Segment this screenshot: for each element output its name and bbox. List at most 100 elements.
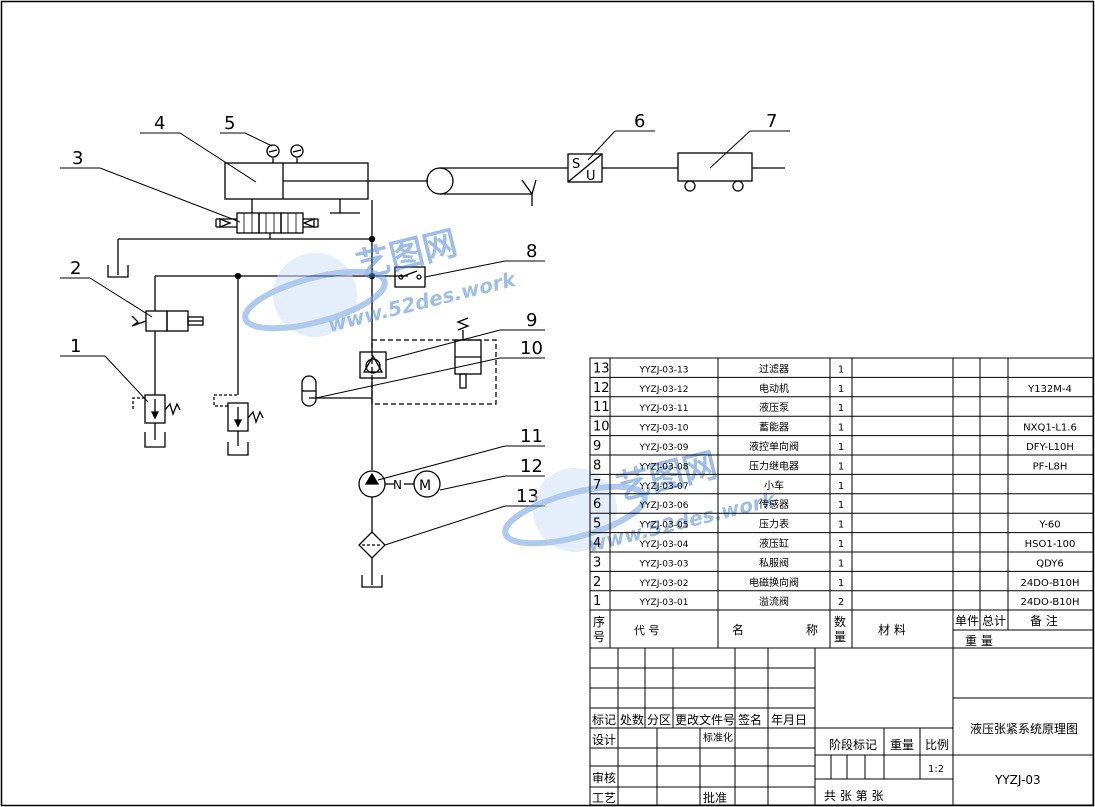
header-qty-bottom: 量 xyxy=(834,630,846,644)
parts-row-remark: DFY-L10H xyxy=(1026,442,1074,453)
callout-12: 12 xyxy=(520,456,543,477)
callout-2: 2 xyxy=(70,258,81,279)
process-label: 工艺 xyxy=(592,791,616,805)
motor-letter: M xyxy=(419,478,431,494)
parts-row-name: 电动机 xyxy=(759,382,789,395)
review-label: 审核 xyxy=(592,770,616,785)
parts-row-qty: 1 xyxy=(838,520,844,531)
pilot-check-valve xyxy=(359,317,497,405)
parts-row-qty: 1 xyxy=(838,403,844,414)
header-total: 总计 xyxy=(982,614,1006,628)
filter xyxy=(358,531,386,559)
header-qty-top: 数 xyxy=(834,614,846,629)
rev-label-mark: 标记 xyxy=(592,713,616,727)
callout-5: 5 xyxy=(224,113,235,134)
parts-row-remark: Y-60 xyxy=(1038,520,1060,531)
parts-row-code: YYZJ-03-05 xyxy=(639,521,689,531)
drawing-number: YYZJ-03 xyxy=(994,773,1041,787)
parts-row-no: 11 xyxy=(593,400,610,415)
parts-row-qty: 1 xyxy=(838,461,844,472)
header-weight: 重 量 xyxy=(965,634,993,648)
header-remark: 备 注 xyxy=(1030,613,1058,628)
parts-row-code: YYZJ-03-13 xyxy=(639,365,689,375)
parts-row-code: YYZJ-03-02 xyxy=(639,579,689,589)
parts-row-qty: 1 xyxy=(838,442,844,453)
approve-label: 批准 xyxy=(703,790,727,805)
parts-row-code: YYZJ-03-04 xyxy=(639,540,689,550)
parts-row-qty: 1 xyxy=(838,364,844,375)
relief-valve xyxy=(132,342,181,448)
watermark-globe xyxy=(242,253,648,552)
parts-row-name: 私服阀 xyxy=(759,556,789,569)
parts-row-remark: 24DO-B10H xyxy=(1021,597,1080,608)
parts-row-remark: QDY6 xyxy=(1036,558,1064,569)
parts-row-remark: NXQ1-L1.6 xyxy=(1023,423,1077,434)
pulley xyxy=(426,167,454,195)
parts-row-no: 10 xyxy=(593,420,610,435)
parts-row-name: 小车 xyxy=(764,479,784,492)
parts-row-code: YYZJ-03-01 xyxy=(639,598,689,608)
parts-row-name: 电磁换向阀 xyxy=(749,576,799,589)
callout-8: 8 xyxy=(526,241,537,262)
tension-sensor xyxy=(567,153,678,183)
parts-row-qty: 1 xyxy=(838,423,844,434)
parts-row-no: 8 xyxy=(593,458,601,473)
solenoid-directional-valve xyxy=(131,310,204,342)
parts-row-no: 2 xyxy=(593,575,601,590)
parts-row-no: 12 xyxy=(593,381,610,396)
parts-row-code: YYZJ-03-06 xyxy=(639,501,689,511)
parts-row-code: YYZJ-03-08 xyxy=(639,462,689,472)
parts-row-name: 液压泵 xyxy=(759,401,789,414)
parts-row-code: YYZJ-03-07 xyxy=(639,482,689,492)
callout-7: 7 xyxy=(766,111,777,132)
parts-row-no: 5 xyxy=(593,517,601,532)
parts-row-code: YYZJ-03-03 xyxy=(639,559,689,569)
parts-row-name: 传感器 xyxy=(759,498,789,511)
parts-row-name: 压力表 xyxy=(759,518,789,531)
parts-row-name: 液控单向阀 xyxy=(749,440,799,453)
scale-label: 比例 xyxy=(925,738,949,752)
rev-label-count: 处数 xyxy=(620,712,644,727)
stage-mark-label: 阶段标记 xyxy=(829,737,877,752)
motor-link-letter: N xyxy=(393,478,402,492)
header-no-top: 序 xyxy=(593,614,605,629)
watermark: 艺图网 www.52des.work 艺图网 www.52des.work xyxy=(242,223,779,557)
weight-label: 重量 xyxy=(890,738,914,752)
accumulator xyxy=(301,375,372,407)
parts-row-no: 7 xyxy=(593,478,601,493)
parts-row-code: YYZJ-03-12 xyxy=(639,385,689,395)
hydraulic-pump xyxy=(358,470,394,498)
design-label: 设计 xyxy=(592,733,616,747)
parts-row-qty: 1 xyxy=(838,558,844,569)
rev-label-sign: 签名 xyxy=(738,712,762,727)
standard-label: 标准化 xyxy=(703,731,733,744)
callout-4: 4 xyxy=(154,113,165,134)
parts-row-remark: HSO1-100 xyxy=(1025,539,1076,550)
header-name-right: 称 xyxy=(806,623,818,637)
parts-row-no: 6 xyxy=(593,497,601,512)
parts-row-remark: PF-L8H xyxy=(1033,461,1068,472)
callout-9: 9 xyxy=(526,310,537,331)
parts-row-qty: 1 xyxy=(838,578,844,589)
watermark-brand: 艺图网 xyxy=(353,223,462,286)
callout-11: 11 xyxy=(520,426,543,447)
parts-row-qty: 1 xyxy=(838,481,844,492)
parts-row-no: 4 xyxy=(593,536,601,551)
leader-lines xyxy=(60,130,790,546)
header-unit: 单件 xyxy=(955,614,979,628)
parts-row-remark: Y132M-4 xyxy=(1027,384,1072,395)
parts-row-name: 压力继电器 xyxy=(749,459,799,472)
parts-row-qty: 1 xyxy=(838,500,844,511)
servo-valve xyxy=(215,199,360,239)
parts-row-remark: 24DO-B10H xyxy=(1021,578,1080,589)
parts-row-no: 9 xyxy=(593,439,601,454)
relief-valve-2 xyxy=(213,276,264,456)
parts-row-name: 液压缸 xyxy=(759,537,789,550)
rev-label-change-doc: 更改文件号 xyxy=(675,712,735,727)
parts-row-no: 3 xyxy=(593,555,601,570)
pressure-gauge xyxy=(266,144,304,163)
header-code: 代 号 xyxy=(634,624,660,637)
